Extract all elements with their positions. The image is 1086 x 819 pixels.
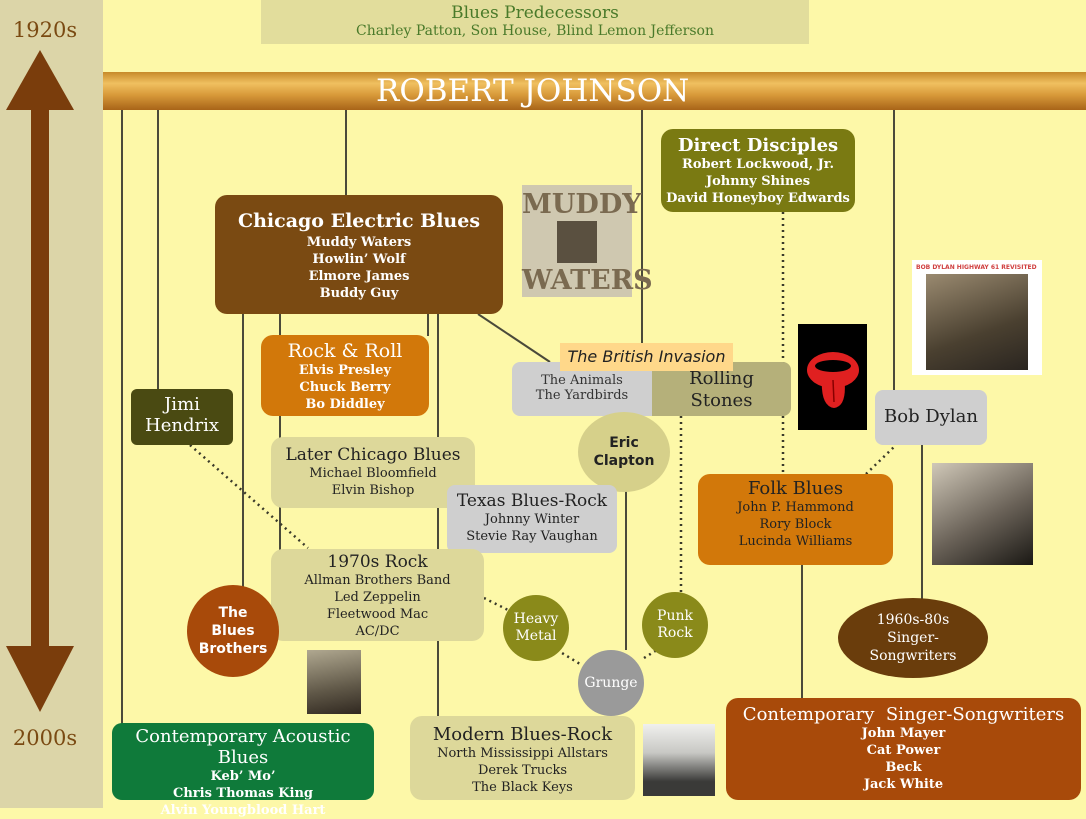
member: Alvin Youngblood Hart bbox=[160, 803, 326, 818]
folk-blues-title: Folk Blues bbox=[747, 478, 844, 499]
member: Chris Thomas King bbox=[172, 786, 314, 801]
rolling-stones-label: Rolling Stones bbox=[689, 368, 754, 411]
heavy-metal-circle: Heavy Metal bbox=[503, 595, 569, 661]
muddy-photo bbox=[557, 221, 597, 263]
blues-predecessors-members: Charley Patton, Son House, Blind Lemon J… bbox=[355, 23, 714, 39]
member: Led Zeppelin bbox=[334, 590, 421, 605]
1970s-rock-box: 1970s Rock Allman Brothers Band Led Zepp… bbox=[271, 549, 484, 641]
texas-blues-rock-title: Texas Blues-Rock bbox=[456, 491, 608, 511]
muddy-album-line1: MUDDY bbox=[522, 189, 642, 220]
singer-songwriters-1960s-80s-label: 1960s-80s Singer-Songwriters bbox=[869, 612, 957, 664]
member: The Black Keys bbox=[472, 780, 573, 795]
folk-blues-box: Folk Blues John P. Hammond Rory Block Lu… bbox=[698, 474, 893, 565]
punk-rock-label: Punk Rock bbox=[657, 608, 693, 641]
member: Rory Block bbox=[759, 517, 832, 532]
era-2000s-label: 2000s bbox=[12, 726, 78, 750]
british-invasion-title: The British Invasion bbox=[560, 343, 733, 371]
member: Chuck Berry bbox=[299, 380, 391, 395]
member: Elvin Bishop bbox=[331, 483, 415, 498]
member: Johnny Shines bbox=[705, 174, 811, 189]
member: The Yardbirds bbox=[535, 388, 629, 403]
later-chicago-blues-box: Later Chicago Blues Michael Bloomfield E… bbox=[271, 437, 475, 508]
contemporary-acoustic-blues-title: Contemporary Acoustic Blues bbox=[135, 726, 351, 768]
member: Buddy Guy bbox=[319, 286, 399, 301]
eric-clapton-label: Eric Clapton bbox=[593, 435, 655, 469]
member: Muddy Waters bbox=[306, 235, 412, 250]
direct-disciples-title: Direct Disciples bbox=[677, 135, 839, 156]
jimi-hendrix-label: Jimi Hendrix bbox=[145, 394, 219, 436]
punk-rock-circle: Punk Rock bbox=[642, 592, 708, 658]
member: David Honeyboy Edwards bbox=[666, 191, 850, 206]
muddy-waters-album-cover: MUDDY WATERS bbox=[522, 185, 653, 297]
member: Robert Lockwood, Jr. bbox=[682, 157, 834, 172]
1970s-rock-title: 1970s Rock bbox=[327, 552, 428, 572]
grunge-label: Grunge bbox=[584, 675, 638, 691]
member: Beck bbox=[885, 760, 922, 775]
robert-johnson-banner: ROBERT JOHNSON bbox=[103, 72, 1086, 110]
blues-predecessors-box: Blues Predecessors Charley Patton, Son H… bbox=[261, 0, 809, 44]
blues-brothers-circle: The Blues Brothers bbox=[187, 585, 279, 677]
direct-disciples-box: Direct Disciples Robert Lockwood, Jr. Jo… bbox=[661, 129, 855, 212]
john-hammond-album-cover bbox=[932, 463, 1033, 565]
rolling-stones-tongue-logo bbox=[798, 324, 867, 430]
member: Michael Bloomfield bbox=[309, 466, 437, 481]
contemporary-singer-songwriters-box: Contemporary Singer-Songwriters John May… bbox=[726, 698, 1081, 800]
singer-songwriters-1960s-80s-oval: 1960s-80s Singer-Songwriters bbox=[838, 598, 988, 678]
jimi-hendrix-box: Jimi Hendrix bbox=[131, 389, 233, 445]
contemporary-singer-songwriters-title: Contemporary Singer-Songwriters bbox=[742, 704, 1065, 725]
member: Johnny Winter bbox=[484, 512, 580, 527]
chicago-electric-blues-title: Chicago Electric Blues bbox=[237, 210, 481, 232]
member: Bo Diddley bbox=[305, 397, 385, 412]
blues-predecessors-title: Blues Predecessors bbox=[451, 3, 619, 23]
rock-and-roll-title: Rock & Roll bbox=[287, 340, 403, 362]
bob-dylan-label: Bob Dylan bbox=[884, 406, 978, 427]
era-1920s-label: 1920s bbox=[12, 18, 78, 42]
grunge-circle: Grunge bbox=[578, 650, 644, 716]
contemporary-acoustic-blues-box: Contemporary Acoustic Blues Keb’ Mo’ Chr… bbox=[112, 723, 374, 818]
member: North Mississippi Allstars bbox=[437, 746, 608, 761]
member: Lucinda Williams bbox=[738, 534, 853, 549]
eric-clapton-circle: Eric Clapton bbox=[578, 412, 670, 492]
member: Keb’ Mo’ bbox=[210, 769, 276, 784]
member: The Animals bbox=[541, 373, 623, 388]
bob-dylan-box: Bob Dylan bbox=[875, 390, 987, 445]
heavy-metal-label: Heavy Metal bbox=[513, 611, 559, 644]
member: Elvis Presley bbox=[298, 363, 392, 378]
john-mayer-album-cover bbox=[643, 724, 715, 796]
member: John P. Hammond bbox=[737, 500, 854, 515]
highway-61-album-cover: BOB DYLAN HIGHWAY 61 REVISITED bbox=[912, 260, 1042, 375]
member: Cat Power bbox=[866, 743, 941, 758]
member: Jack White bbox=[863, 777, 944, 792]
modern-blues-rock-title: Modern Blues-Rock bbox=[432, 724, 613, 745]
rock-and-roll-box: Rock & Roll Elvis Presley Chuck Berry Bo… bbox=[261, 335, 429, 416]
tongue-icon bbox=[807, 352, 859, 408]
dylan-album-label: BOB DYLAN HIGHWAY 61 REVISITED bbox=[916, 264, 1037, 271]
member: AC/DC bbox=[355, 624, 400, 639]
member: Fleetwood Mac bbox=[326, 607, 429, 622]
member: Howlin’ Wolf bbox=[312, 252, 406, 267]
muddy-album-line2: WATERS bbox=[522, 265, 653, 296]
fleetwood-mac-album-cover bbox=[307, 650, 361, 714]
timeline-arrow bbox=[6, 50, 74, 712]
texas-blues-rock-box: Texas Blues-Rock Johnny Winter Stevie Ra… bbox=[447, 485, 617, 553]
member: Stevie Ray Vaughan bbox=[466, 529, 598, 544]
dylan-photo bbox=[926, 274, 1028, 370]
later-chicago-blues-title: Later Chicago Blues bbox=[285, 445, 461, 465]
rolling-stones-box: Rolling Stones bbox=[652, 362, 791, 416]
british-invasion-box: The Animals The Yardbirds bbox=[512, 362, 652, 416]
blues-brothers-label: The Blues Brothers bbox=[198, 605, 268, 657]
member: Elmore James bbox=[308, 269, 410, 284]
member: John Mayer bbox=[861, 726, 946, 741]
member: Derek Trucks bbox=[477, 763, 568, 778]
member: Allman Brothers Band bbox=[304, 573, 451, 588]
modern-blues-rock-box: Modern Blues-Rock North Mississippi Alls… bbox=[410, 716, 635, 800]
robert-johnson-title: ROBERT JOHNSON bbox=[376, 73, 690, 109]
chicago-electric-blues-box: Chicago Electric Blues Muddy Waters Howl… bbox=[215, 195, 503, 314]
